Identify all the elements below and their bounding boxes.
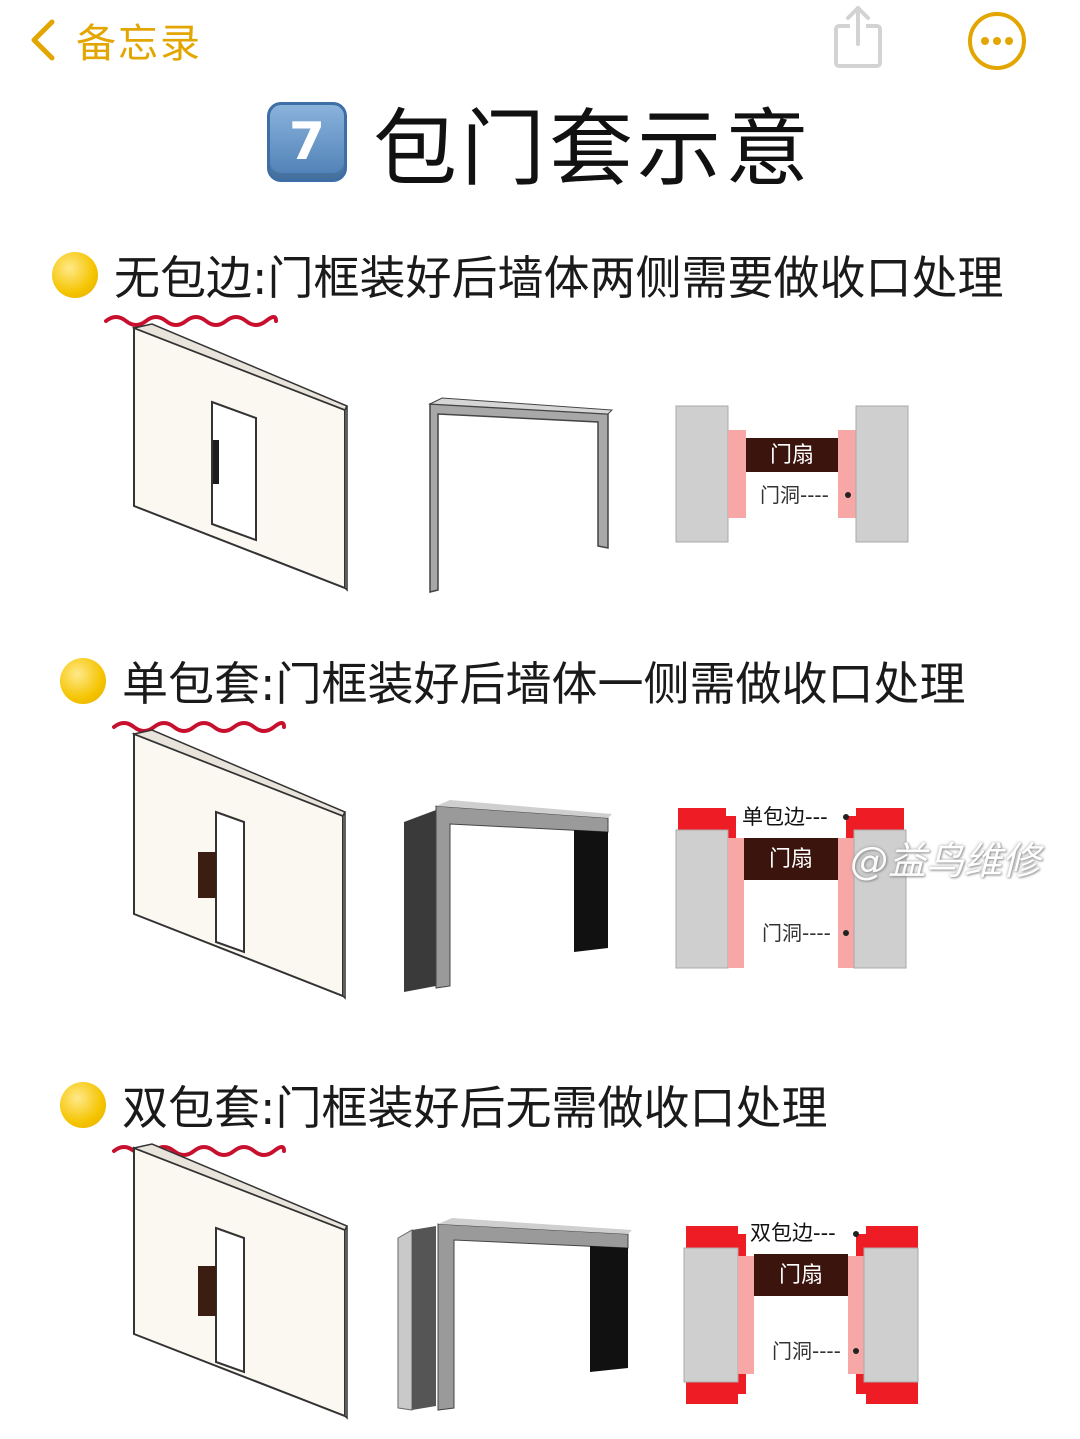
opening-label: 门洞---- [772,1339,841,1363]
door-frame-illustration [397,1218,632,1411]
section-heading-1: 无包边 :门框装好后墙体两侧需要做收口处理 [52,242,1004,327]
opening-label: 门洞---- [762,921,831,945]
section-description: :门框装好后墙体两侧需要做收口处理 [252,251,1004,305]
diagram-double-trim: 双包边--- 门扇 门洞---- [120,1138,970,1428]
diagram-no-trim: 门扇 门洞---- [120,318,960,608]
yellow-circle-icon [60,658,106,704]
keyword-text: 双包套 [122,1081,260,1135]
section-keyword: 单包套 [112,648,286,733]
cross-section-double-trim: 双包边--- 门扇 门洞---- [683,1221,919,1404]
door-leaf-label: 门扇 [769,847,813,872]
chevron-left-icon [31,19,55,61]
back-label: 备忘录 [76,21,202,67]
red-squiggle-underline [112,721,286,733]
cross-section-no-trim: 门扇 门洞---- [675,405,909,543]
section-description: :门框装好后无需做收口处理 [260,1081,828,1135]
page-title: 7 包门套示意 [0,92,1080,198]
edge-trim-label: 双包边--- [750,1221,836,1245]
section-keyword: 无包边 [104,242,278,327]
nav-bar: 备忘录 [0,0,1080,82]
red-squiggle-underline [104,315,278,327]
wall-with-opening-illustration [131,1143,349,1420]
opening-label: 门洞---- [760,483,829,507]
yellow-circle-icon [60,1082,106,1128]
keyword-text: 单包套 [122,657,260,711]
section-heading-3: 双包套 :门框装好后无需做收口处理 [60,1072,828,1157]
door-leaf-label: 门扇 [770,443,814,468]
share-icon[interactable] [826,2,890,72]
section-heading-2: 单包套 :门框装好后墙体一侧需做收口处理 [60,648,966,733]
yellow-circle-icon [52,252,98,298]
number-7-keycap-icon: 7 [266,102,347,182]
wall-with-opening-illustration [131,323,349,592]
watermark: @益鸟维修 [850,839,1041,883]
cross-section-single-trim: 单包边--- 门扇 门洞---- [675,805,907,969]
wall-with-opening-illustration [131,729,347,1000]
door-leaf-label: 门扇 [779,1263,823,1288]
title-text: 包门套示意 [372,99,813,198]
diagram-single-trim: 单包边--- 门扇 门洞---- [120,720,960,1010]
edge-trim-label: 单包边--- [742,805,828,829]
section-description: :门框装好后墙体一侧需做收口处理 [260,657,966,711]
back-button[interactable]: 备忘录 [28,10,202,70]
door-frame-illustration [428,397,614,593]
door-frame-illustration [404,800,612,992]
keyword-text: 无包边 [114,251,252,305]
more-icon[interactable] [966,10,1028,72]
section-keyword: 双包套 [112,1072,286,1157]
